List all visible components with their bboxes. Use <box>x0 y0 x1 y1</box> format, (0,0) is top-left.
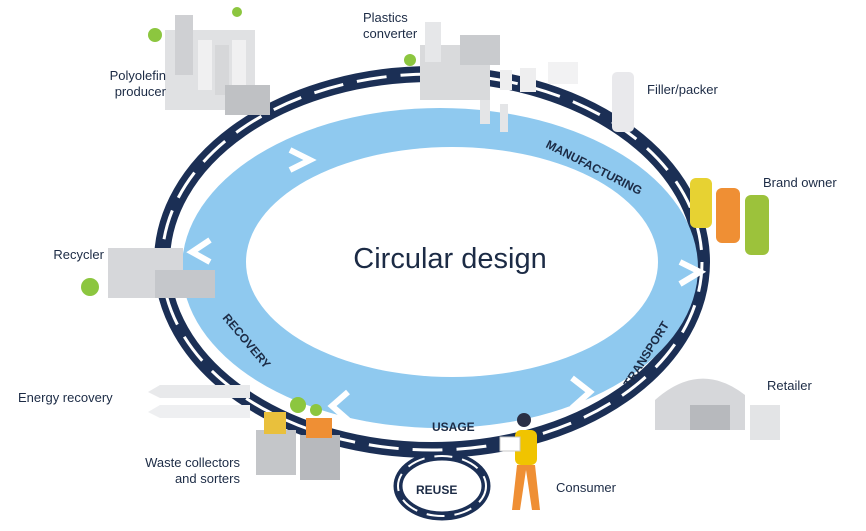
actor-label-energy-recovery: Energy recovery <box>18 390 113 405</box>
recycler-illustration <box>81 248 215 298</box>
actor-label-retailer: Retailer <box>767 378 812 393</box>
energy-recovery-arrow-2 <box>148 405 250 418</box>
phase-separator-bottom-right <box>570 375 595 411</box>
actor-label-polyolefin-producer: Polyolefin producer <box>109 68 166 99</box>
brand-owner-illustration <box>690 178 769 255</box>
actor-label-plastics-converter: Plastics converter <box>363 10 418 41</box>
filler-packer-bottle <box>612 72 634 132</box>
waste-collectors-illustration <box>256 397 340 480</box>
energy-recovery-arrow-1 <box>148 385 250 398</box>
inner-ellipse <box>246 147 658 377</box>
plastics-converter-illustration <box>404 22 578 132</box>
phase-separator-right <box>678 259 707 287</box>
phase-separator-left <box>186 237 212 265</box>
phase-label-reuse: REUSE <box>416 483 457 497</box>
retailer-illustration <box>655 378 780 440</box>
phase-separator-bottom-left <box>327 389 350 423</box>
consumer-illustration <box>499 413 540 510</box>
phase-separator-top <box>288 147 317 173</box>
actor-label-filler-packer: Filler/packer <box>647 82 718 97</box>
actor-label-consumer: Consumer <box>556 480 616 495</box>
actor-label-waste-collectors: Waste collectors and sorters <box>145 455 240 486</box>
reuse-loop-dashes <box>397 455 487 517</box>
actor-label-brand-owner: Brand owner <box>763 175 837 190</box>
phase-label-usage: USAGE <box>432 420 475 434</box>
polyolefin-producer-illustration <box>148 7 270 115</box>
diagram-title: Circular design <box>353 243 547 275</box>
actor-label-recycler: Recycler <box>53 247 104 262</box>
